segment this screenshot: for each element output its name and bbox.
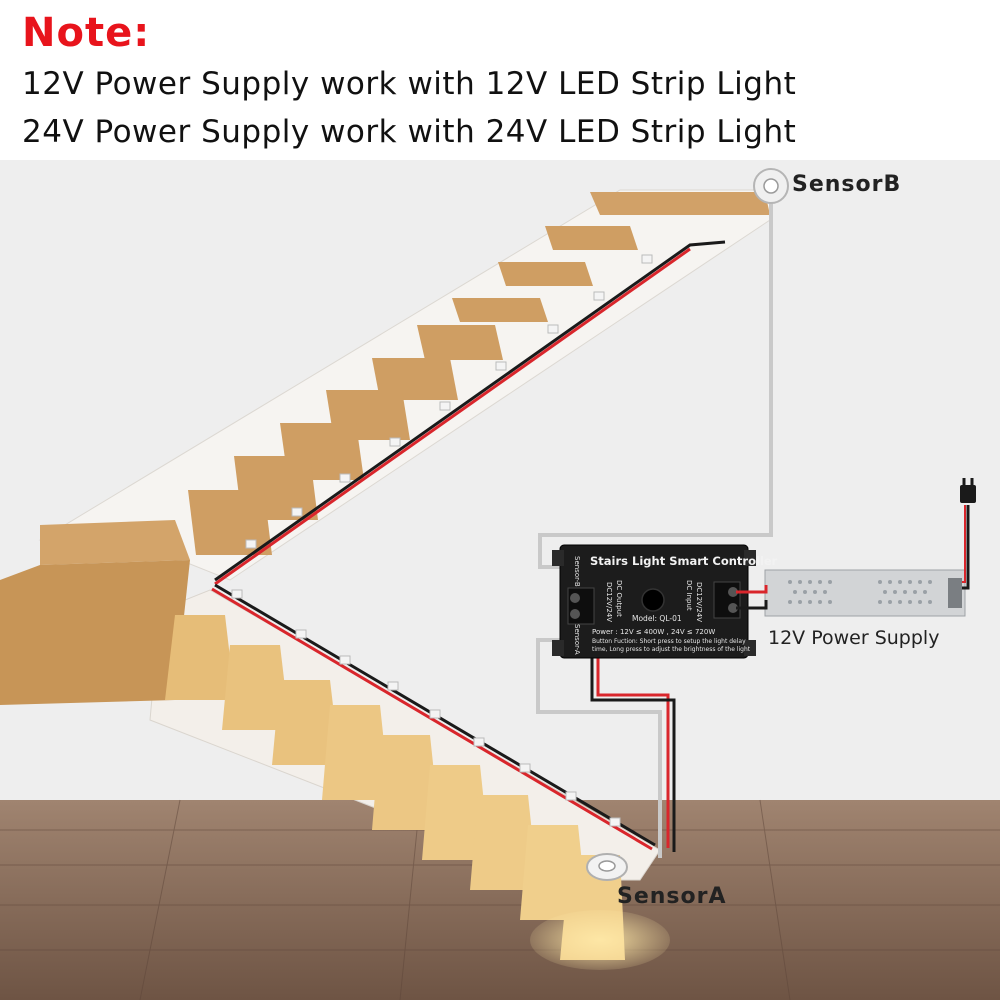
upper-led-wiring [214,240,726,586]
power-supply [764,569,966,617]
landing-front [0,560,190,705]
controller-model: Model: QL-01 [632,614,682,623]
smart-controller [552,544,756,659]
controller-title: Stairs Light Smart Controller [590,554,778,568]
port-dc-input-label: DC Input [685,580,693,611]
note-title: Note: [22,10,151,56]
landing-top [40,520,190,565]
input-voltage-label: DC12V/24V [695,582,703,623]
strip-connectors [231,254,653,827]
sensor-b-label: SensorB [792,172,902,197]
upper-treads [188,192,770,555]
lower-treads [165,615,670,970]
sensor-b [753,168,789,204]
controller-button [641,588,665,612]
plug-icon [960,485,976,503]
note-line-24v: 24V Power Supply work with 24V LED Strip… [22,114,797,150]
port-sensor-b-label: Sensor-B [573,556,581,587]
note-line-12v: 12V Power Supply work with 12V LED Strip… [22,66,797,102]
dc-input-wires [736,585,768,610]
sensor-a [586,853,628,881]
port-dc-output-label: DC Output [615,580,623,617]
power-supply-label: 12V Power Supply [768,627,940,649]
mains-cable [960,478,976,590]
output-voltage-label: DC12V/24V [605,582,613,623]
controller-function-line-1: Button Fuction: Short press to setup the… [592,638,746,645]
controller-power-rating: Power : 12V ≤ 400W , 24V ≤ 720W [592,628,716,636]
controller-function-line-2: time, Long press to adjust the brightnes… [592,646,751,653]
sensor-a-label: SensorA [617,884,727,909]
port-sensor-a-label: Sensor-A [573,624,581,655]
sensor-cables [536,198,773,858]
